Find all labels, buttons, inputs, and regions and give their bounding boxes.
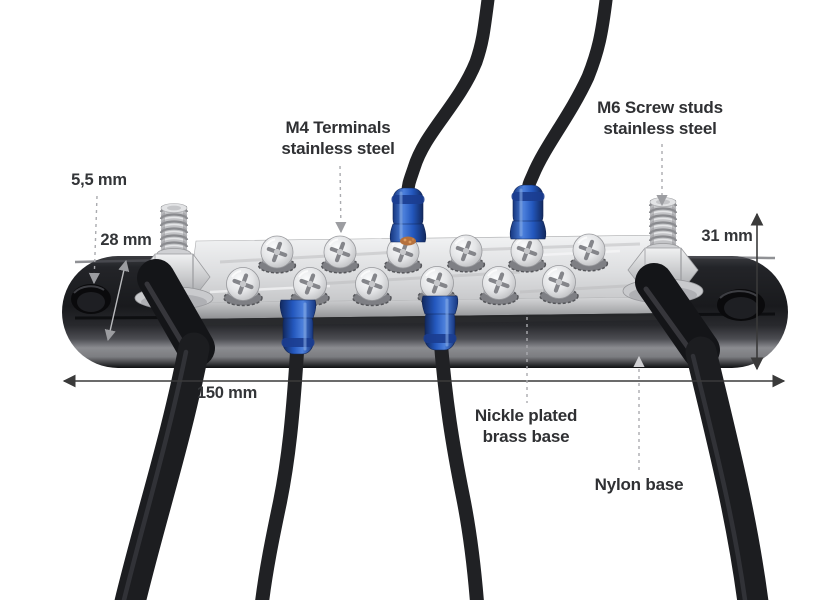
blue-lug-bottom-left	[278, 298, 318, 356]
pointer-line-5-5mm	[88, 195, 100, 285]
label-nickle-plated-brass-base: Nickle plated brass base	[451, 405, 601, 447]
label-overall-height: 31 mm	[684, 226, 770, 247]
base-edge-height-text: 28 mm	[100, 231, 152, 249]
blue-lug-top-left	[388, 186, 428, 246]
annotation-lines	[62, 144, 786, 470]
top-wires	[401, 0, 613, 199]
blue-lug-top-right	[508, 183, 548, 241]
overall-height-text: 31 mm	[701, 227, 753, 245]
overall-length-text: 150 mm	[196, 384, 258, 402]
dimension-line-28mm	[104, 259, 130, 342]
m4-terminals-line2: stainless steel	[281, 139, 395, 158]
label-overall-length: 150 mm	[184, 383, 270, 404]
wire-top-left	[401, 0, 495, 199]
label-m4-terminals: M4 Terminals stainless steel	[263, 117, 413, 159]
wire-bottom-right	[433, 325, 484, 600]
m6-studs-line1: M6 Screw studs	[597, 98, 723, 117]
wire-bottom-left	[255, 329, 305, 600]
brass-base-line2: brass base	[482, 427, 570, 446]
nylon-base-text: Nylon base	[594, 475, 684, 494]
label-nylon-base: Nylon base	[566, 474, 712, 495]
label-base-edge-height: 28 mm	[83, 230, 169, 251]
hole-diameter-text: 5,5 mm	[71, 171, 127, 189]
pointer-line-m4-terminals	[335, 165, 347, 234]
wire-top-right	[521, 0, 613, 199]
label-m6-screw-studs: M6 Screw studs stainless steel	[584, 97, 736, 139]
label-hole-diameter: 5,5 mm	[56, 170, 142, 191]
brass-base-line1: Nickle plated	[474, 406, 578, 425]
m4-terminals-line1: M4 Terminals	[285, 118, 391, 137]
blue-lug-bottom-right	[420, 294, 460, 352]
bottom-wires	[255, 325, 484, 600]
m6-studs-line2: stainless steel	[603, 119, 717, 138]
